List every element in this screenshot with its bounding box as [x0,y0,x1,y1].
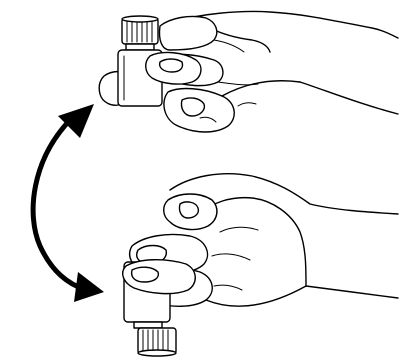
bottom-panel-hand-holding-vial-inverted [123,174,398,356]
bottom-hand-front-fingers [123,260,196,294]
top-panel-hand-holding-vial-upright [99,11,398,132]
double-headed-curved-arrow-icon [33,104,104,302]
top-hand-front-fingers [146,53,201,85]
